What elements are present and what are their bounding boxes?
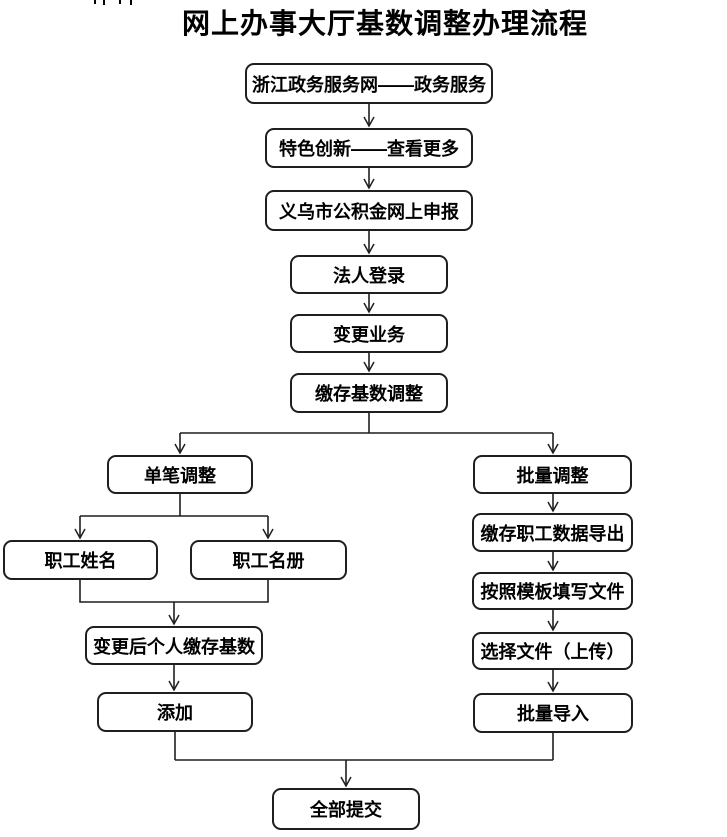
node-single-adjust: 单笔调整 <box>107 455 253 494</box>
node-feature: 特色创新——查看更多 <box>265 128 473 168</box>
edge-merge-employees <box>79 580 269 603</box>
node-change: 变更业务 <box>290 314 448 353</box>
node-portal: 浙江政务服务网——政务服务 <box>245 63 493 104</box>
node-submit-all: 全部提交 <box>272 788 420 830</box>
node-employee-name: 职工姓名 <box>3 540 158 580</box>
node-batch-import: 批量导入 <box>473 693 633 733</box>
node-base-adjust: 缴存基数调整 <box>290 373 448 413</box>
node-new-personal-base: 变更后个人缴存基数 <box>85 626 263 665</box>
edge-split-branches <box>180 413 553 434</box>
node-add: 添加 <box>97 692 253 732</box>
node-data-export: 缴存职工数据导出 <box>472 513 633 552</box>
edge-split-single <box>80 494 268 517</box>
node-employee-roster: 职工名册 <box>190 540 347 580</box>
node-fill-template: 按照模板填写文件 <box>472 572 633 610</box>
node-select-file: 选择文件（上传） <box>472 632 633 670</box>
node-yiwu: 义乌市公积金网上申报 <box>265 190 473 231</box>
node-login: 法人登录 <box>290 255 448 294</box>
page-title: 网上办事大厅基数调整办理流程 <box>181 9 588 40</box>
node-batch-adjust: 批量调整 <box>473 455 632 494</box>
